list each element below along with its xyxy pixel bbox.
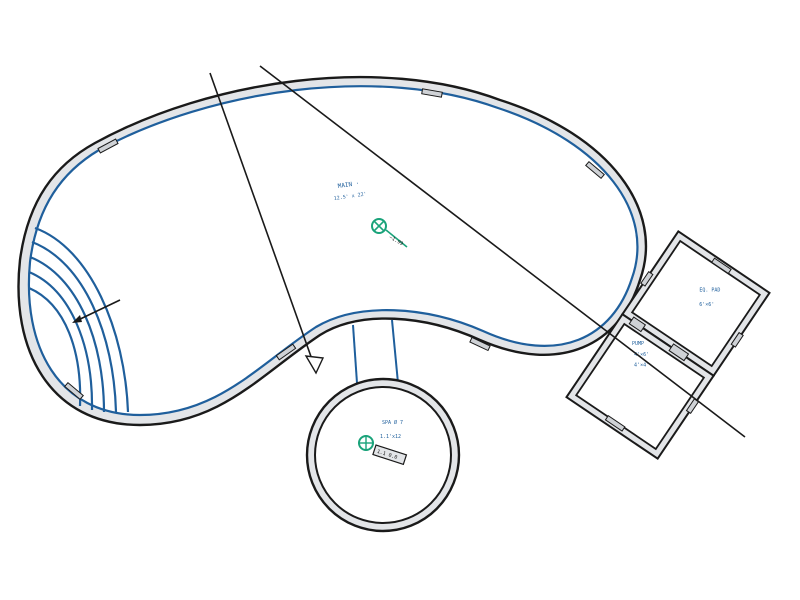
spa-drain-tag-box [372,444,408,466]
section-line-a-arrowhead [304,355,325,375]
spa-label-line1: SPA Ø 7 [382,419,403,426]
skimmer-tag [585,160,605,180]
upper-pad-label-line1: EQ. PAD [699,287,720,293]
pad-fitting [711,257,732,275]
spillway-edge-left [352,324,358,384]
spa-drain-marker: 1.1 0.0 [358,435,408,466]
equipment-pad-fittings [604,257,744,432]
spillway-edge-right [391,319,399,384]
equipment-pad: EQ. PAD 6'×6' PUMP 4'×6' 4'×4' [565,229,771,461]
pad-fitting [730,331,744,348]
drain-marker-circle [371,218,387,234]
step-1 [34,226,130,413]
skimmer-tag [275,343,297,361]
entry-steps [28,226,130,413]
step-dimension-arrowhead [72,315,82,323]
pad-fitting [640,270,654,287]
main-pool-label-line2: 12.5' x 22' [333,191,367,202]
drain-marker-leader [385,229,408,248]
lower-pad-label-line2: 4'×6' [634,352,649,358]
section-line-b [259,65,746,438]
spa: SPA Ø 7 1.1'x12 1.1 0.0 [305,377,461,533]
step-5 [28,286,82,407]
main-pool-label-line1: MAIN · [337,180,359,190]
spa-spillway [352,319,399,384]
upper-pad-label-line2: 6'×6' [699,302,714,308]
skimmer-tag [64,381,84,401]
section-line-a [209,72,315,366]
skimmer-tag [421,88,443,98]
main-pool-water-edge [27,85,639,417]
coping-tags [64,88,605,401]
main-pool: MAIN · 12.5' x 22' –1.99 [17,75,648,427]
step-3 [29,255,106,413]
drain-marker-crosshair [373,220,385,232]
pad-fitting [668,343,690,362]
skimmer-tag [469,336,491,352]
step-dimension-line [73,299,121,323]
skimmer-tag [97,138,119,154]
pad-fitting [628,316,647,333]
lower-pad-label-line3: 4'×4' [634,363,649,369]
step-2 [31,240,118,413]
step-dimension [72,299,121,323]
section-lines [209,65,746,438]
pad-fitting [604,414,626,432]
step-4 [28,270,94,411]
spa-label-line2: 1.1'x12 [380,434,401,440]
lower-pad-label-line1: PUMP [632,341,644,347]
